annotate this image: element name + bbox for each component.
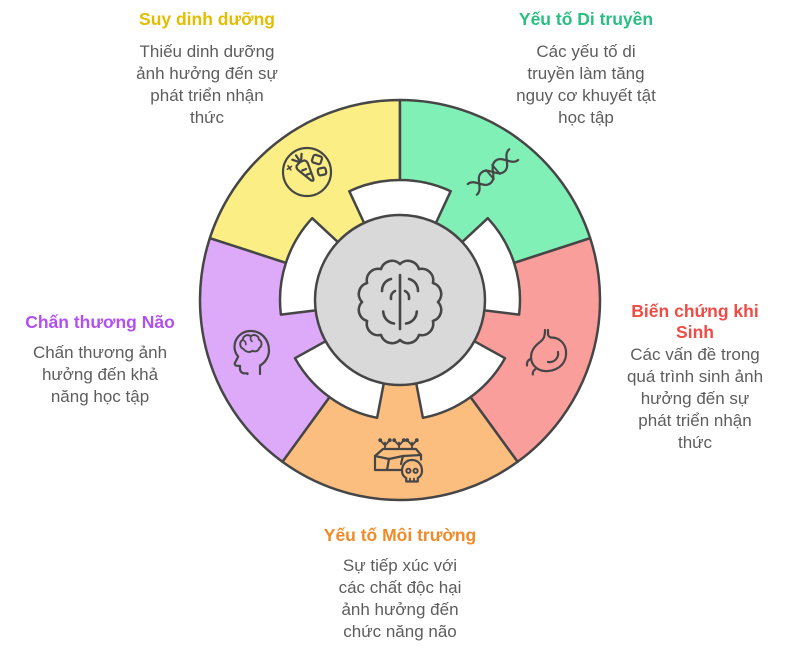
segment-brain-injury — [198, 236, 332, 464]
segment-title: Yếu tố Môi trường — [323, 525, 477, 545]
segment-title: Chấn thương Não — [25, 312, 175, 332]
stomach-icon — [525, 328, 568, 376]
segment-description: Sự tiếp xúc với các chất độc hại ảnh hưở… — [338, 556, 462, 641]
label-block-birth-complications: Biến chứng khi Sinh Các vấn đề trong quá… — [595, 301, 795, 454]
segment-title: Suy dinh dưỡng — [139, 9, 275, 29]
carrot-nutrition-icon — [281, 146, 333, 198]
segment-description: Chấn thương ảnh hưởng đến khả năng học t… — [32, 343, 168, 406]
segment-description: Thiếu dinh dưỡng ảnh hưởng đến sự phát t… — [136, 42, 278, 127]
skull-icon — [400, 458, 424, 483]
dna-icon — [466, 148, 520, 196]
label-block-malnutrition: Suy dinh dưỡng Thiếu dinh dưỡng ảnh hưởn… — [57, 9, 357, 129]
label-block-genetics: Yếu tố Di truyền Các yếu tố di truyền là… — [436, 9, 736, 129]
segment-title: Yếu tố Di truyền — [518, 9, 654, 29]
segment-description: Các yếu tố di truyền làm tăng nguy cơ kh… — [516, 42, 656, 127]
label-block-environmental-factors: Yếu tố Môi trường Sự tiếp xúc với các ch… — [250, 525, 550, 643]
wheel-diagram — [198, 98, 602, 502]
toxic-environment-icon — [373, 438, 424, 483]
brain-icon — [357, 259, 443, 345]
label-block-brain-injury: Chấn thương Não Chấn thương ảnh hưởng đế… — [0, 312, 200, 408]
segment-description: Các vấn đề trong quá trình sinh ảnh hưởn… — [626, 345, 764, 452]
head-brain-icon — [233, 329, 271, 376]
segment-title: Biến chứng khi Sinh — [631, 301, 759, 342]
